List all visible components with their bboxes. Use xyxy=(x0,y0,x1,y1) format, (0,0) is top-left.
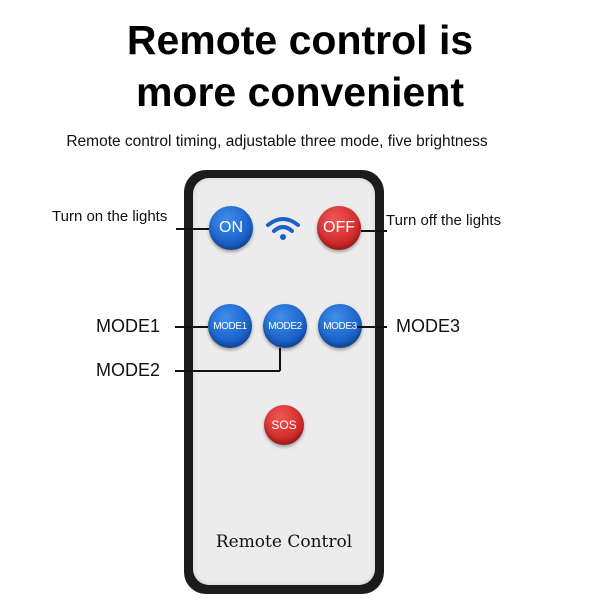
sos-button-label: SOS xyxy=(271,418,297,432)
callout-mode3-line xyxy=(357,326,387,328)
off-button-label: OFF xyxy=(323,219,355,236)
remote-brand-label: Remote Control xyxy=(215,532,353,552)
callout-on: Turn on the lights xyxy=(52,208,168,225)
mode3-button-label: MODE3 xyxy=(323,320,357,332)
headline: Remote control is more convenient xyxy=(0,14,600,118)
on-button[interactable]: ON xyxy=(209,206,253,250)
mode1-button[interactable]: MODE1 xyxy=(208,304,252,348)
callout-on-line xyxy=(176,228,209,230)
callout-mode3: MODE3 xyxy=(396,316,461,336)
subtitle: Remote control timing, adjustable three … xyxy=(66,133,488,150)
mode2-button[interactable]: MODE2 xyxy=(263,304,307,348)
mode1-button-label: MODE1 xyxy=(213,320,247,332)
callout-off-line xyxy=(361,230,387,232)
remote-control: ON OFF MODE1 MODE2 MODE3 SOS Remote Cont… xyxy=(184,170,384,594)
callout-mode1: MODE1 xyxy=(96,316,161,336)
headline-line1: Remote control is xyxy=(126,17,474,63)
sos-button[interactable]: SOS xyxy=(264,405,304,445)
mode3-button[interactable]: MODE3 xyxy=(318,304,362,348)
on-button-label: ON xyxy=(219,219,243,236)
callout-mode1-line xyxy=(175,326,208,328)
callout-off: Turn off the lights xyxy=(386,212,502,229)
headline-line2: more convenient xyxy=(135,69,465,115)
callout-mode2-line-vertical xyxy=(279,348,281,371)
callout-mode2: MODE2 xyxy=(96,360,161,380)
wifi-signal-icon xyxy=(265,214,301,244)
mode2-button-label: MODE2 xyxy=(268,320,302,332)
callout-mode2-line-horizontal xyxy=(175,370,280,372)
off-button[interactable]: OFF xyxy=(317,206,361,250)
